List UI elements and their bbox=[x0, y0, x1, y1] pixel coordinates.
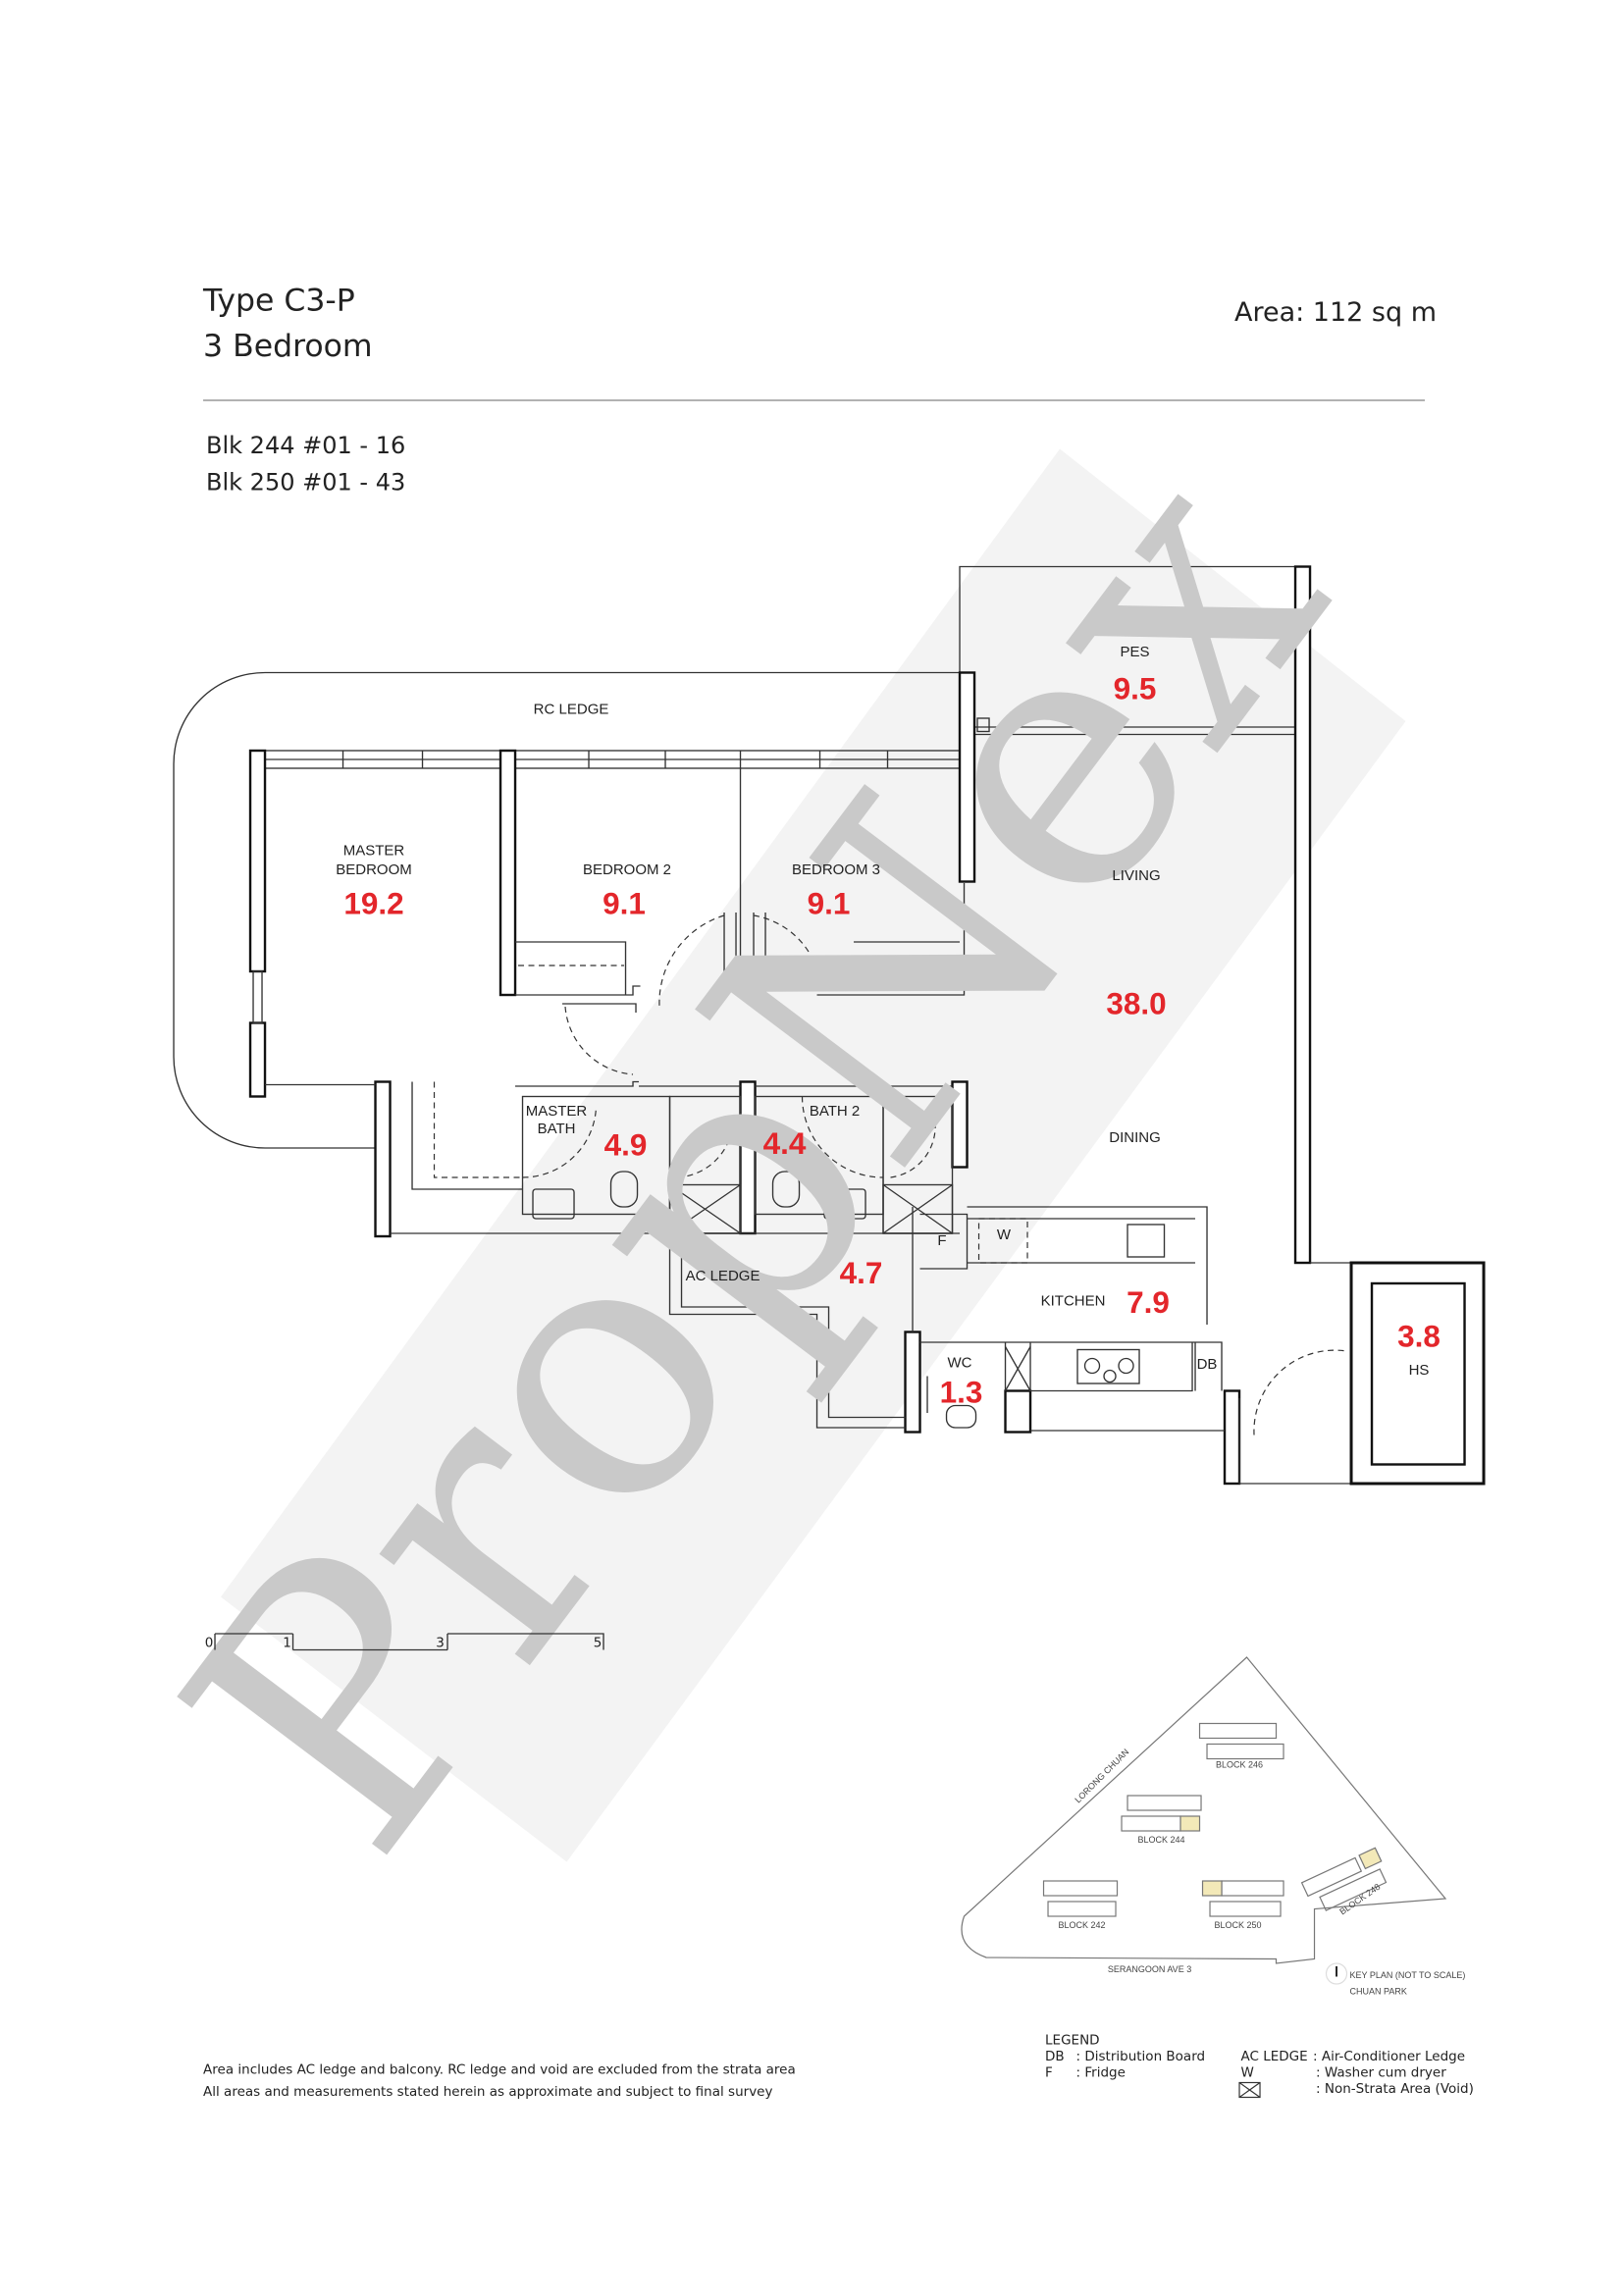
legend-key: DB bbox=[1045, 2049, 1065, 2064]
pes-outline bbox=[959, 565, 1296, 673]
block-246 bbox=[1198, 1722, 1284, 1760]
unit-type: Type C3-P bbox=[202, 284, 355, 319]
floor-plan bbox=[173, 565, 1486, 1486]
area-hs: 3.8 bbox=[1397, 1319, 1441, 1354]
block-label: BLOCK 246 bbox=[1216, 1760, 1263, 1770]
label-master-bath: BATH bbox=[538, 1121, 576, 1137]
area-bath-2: 4.4 bbox=[763, 1125, 807, 1161]
window-mullions bbox=[341, 751, 889, 995]
unit-area: Area: 112 sq m bbox=[1234, 297, 1437, 328]
area-ac-ledge: 4.7 bbox=[840, 1255, 883, 1290]
block-248 bbox=[1300, 1856, 1388, 1911]
block-label: BLOCK 250 bbox=[1215, 1920, 1262, 1930]
label-fridge: F bbox=[937, 1232, 946, 1249]
label-ac-ledge: AC LEDGE bbox=[686, 1268, 760, 1284]
scale-tick: 1 bbox=[283, 1636, 291, 1651]
area-master-bedroom: 19.2 bbox=[343, 886, 403, 921]
unit-number-2: Blk 250 #01 - 43 bbox=[206, 469, 405, 496]
wall bbox=[374, 1080, 392, 1238]
void-icon bbox=[1238, 2081, 1261, 2099]
legend-desc: : Non-Strata Area (Void) bbox=[1316, 2081, 1474, 2097]
legend: LEGEND DB : Distribution Board F : Fridg… bbox=[1045, 2033, 1474, 2099]
bedroom-count: 3 Bedroom bbox=[203, 329, 373, 364]
sink-icon bbox=[823, 1188, 866, 1220]
wall bbox=[498, 749, 517, 997]
wall bbox=[958, 671, 976, 883]
scale-tick: 5 bbox=[594, 1636, 602, 1651]
legend-key: W bbox=[1241, 2065, 1254, 2081]
area-pes: 9.5 bbox=[1114, 671, 1157, 706]
label-master-bath: MASTER bbox=[526, 1103, 588, 1120]
label-master-bedroom: BEDROOM bbox=[336, 861, 412, 878]
area-living: 38.0 bbox=[1106, 986, 1166, 1021]
legend-desc: : Washer cum dryer bbox=[1316, 2065, 1446, 2081]
road-label: SERANGOON AVE 3 bbox=[1108, 1964, 1191, 1974]
area-bedroom-3: 9.1 bbox=[808, 886, 851, 921]
note-area: Area includes AC ledge and balcony. RC l… bbox=[203, 2062, 796, 2078]
legend-key: F bbox=[1045, 2065, 1053, 2081]
sink-icon bbox=[532, 1188, 575, 1220]
block-label: BLOCK 244 bbox=[1138, 1835, 1185, 1845]
wall bbox=[1293, 565, 1312, 1265]
road-label: LORONG CHUAN bbox=[1073, 1747, 1130, 1804]
note-survey: All areas and measurements stated herein… bbox=[203, 2084, 772, 2100]
scale-tick: 0 bbox=[205, 1636, 214, 1651]
label-rc-ledge: RC LEDGE bbox=[534, 702, 609, 718]
rc-ledge-outline bbox=[173, 671, 969, 1149]
legend-desc: : Fridge bbox=[1076, 2065, 1126, 2081]
label-bath-2: BATH 2 bbox=[810, 1103, 860, 1120]
unit-number-1: Blk 244 #01 - 16 bbox=[206, 432, 405, 459]
legend-desc: : Distribution Board bbox=[1076, 2049, 1206, 2064]
legend-title: LEGEND bbox=[1045, 2033, 1100, 2049]
key-plan-project: CHUAN PARK bbox=[1350, 1987, 1407, 1997]
toilet-icon bbox=[609, 1171, 639, 1208]
wall bbox=[248, 749, 267, 973]
wall bbox=[1004, 1389, 1032, 1434]
room-labels: RC LEDGE MASTER BEDROOM 19.2 BEDROOM 2 9… bbox=[336, 644, 1441, 1410]
label-bedroom-3: BEDROOM 3 bbox=[792, 861, 880, 878]
label-dining: DINING bbox=[1109, 1129, 1161, 1146]
wall bbox=[1223, 1389, 1241, 1486]
household-shelter bbox=[1349, 1261, 1486, 1486]
label-hs: HS bbox=[1409, 1362, 1430, 1379]
scale-bar: 0 1 3 5 bbox=[205, 1633, 604, 1651]
watermark: PropNex bbox=[108, 395, 1403, 1922]
north-arrow-icon bbox=[1325, 1962, 1348, 1985]
block-242 bbox=[1042, 1880, 1119, 1917]
wall bbox=[904, 1331, 921, 1434]
legend-desc: : Air-Conditioner Ledge bbox=[1313, 2049, 1465, 2064]
highlight-unit-43 bbox=[1201, 1880, 1223, 1897]
label-living: LIVING bbox=[1112, 867, 1160, 884]
label-db: DB bbox=[1197, 1356, 1218, 1373]
label-washer: W bbox=[997, 1226, 1012, 1243]
label-kitchen: KITCHEN bbox=[1041, 1293, 1106, 1310]
toilet-icon bbox=[771, 1171, 801, 1208]
block-label: BLOCK 248 bbox=[1337, 1882, 1382, 1917]
label-pes: PES bbox=[1121, 644, 1150, 660]
area-bedroom-2: 9.1 bbox=[602, 886, 646, 921]
area-master-bath: 4.9 bbox=[604, 1127, 648, 1163]
key-plan: BLOCK 246 BLOCK 244 BLOCK 242 BLOCK 250 … bbox=[961, 1656, 1466, 1997]
label-master-bedroom: MASTER bbox=[343, 843, 405, 860]
block-label: BLOCK 242 bbox=[1059, 1920, 1106, 1930]
area-kitchen: 7.9 bbox=[1126, 1284, 1170, 1320]
highlight-unit-16 bbox=[1179, 1815, 1201, 1832]
scale-tick: 3 bbox=[436, 1636, 445, 1651]
legend-key: AC LEDGE bbox=[1241, 2049, 1308, 2064]
label-bedroom-2: BEDROOM 2 bbox=[583, 861, 671, 878]
label-wc: WC bbox=[948, 1355, 972, 1372]
key-plan-title: KEY PLAN (NOT TO SCALE) bbox=[1350, 1970, 1466, 1980]
area-wc: 1.3 bbox=[940, 1375, 983, 1410]
watermark-band bbox=[221, 448, 1406, 1862]
wall bbox=[248, 1021, 267, 1098]
